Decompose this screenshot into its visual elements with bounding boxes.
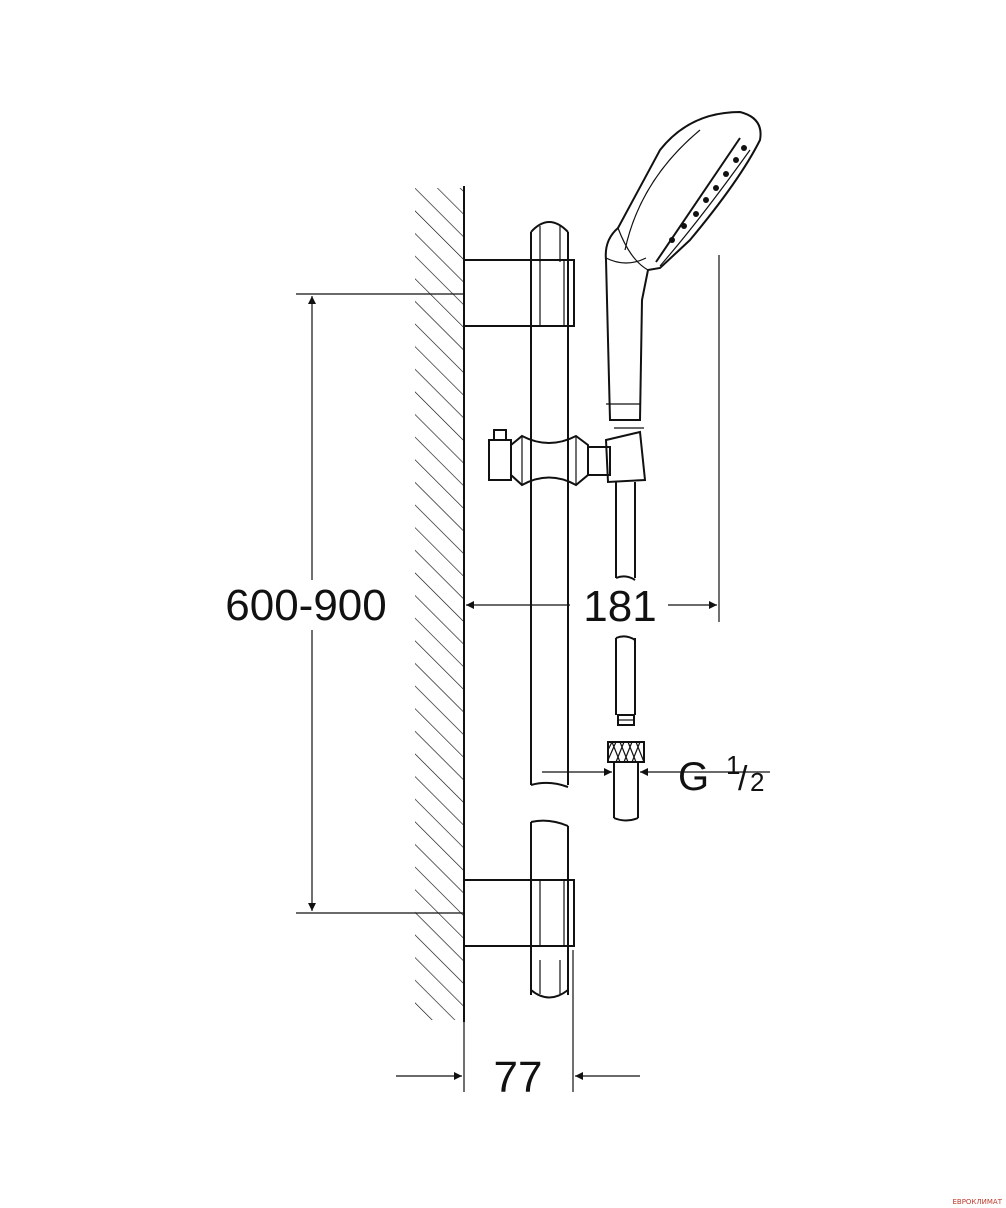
knurled-nut	[607, 741, 645, 763]
hand-shower	[604, 110, 762, 421]
dimension-rail-height: 600-900	[225, 293, 464, 914]
sliding-holder	[488, 427, 647, 487]
watermark: ЕВРОКЛИМАТ	[952, 1198, 1002, 1206]
shower-hose	[607, 482, 645, 822]
wall	[415, 186, 465, 1022]
spray-nozzles	[669, 145, 747, 243]
thread-denominator-label: 2	[750, 767, 764, 797]
dimension-wall-depth: 77	[396, 950, 640, 1102]
thread-fraction-slash: /	[738, 760, 748, 798]
thread-prefix-label: G	[678, 755, 709, 799]
lower-wall-bracket	[463, 879, 575, 947]
shower-offset-label: 181	[583, 582, 656, 631]
dimension-shower-offset: 181	[466, 255, 720, 631]
wall-hatching	[415, 188, 463, 1020]
dimension-thread: G 1 / 2	[542, 750, 770, 799]
wall-depth-label: 77	[494, 1053, 543, 1102]
upper-wall-bracket	[463, 259, 575, 345]
slide-rail	[530, 221, 569, 999]
rail-height-label: 600-900	[225, 581, 386, 630]
thread-numerator-label: 1	[726, 750, 740, 780]
